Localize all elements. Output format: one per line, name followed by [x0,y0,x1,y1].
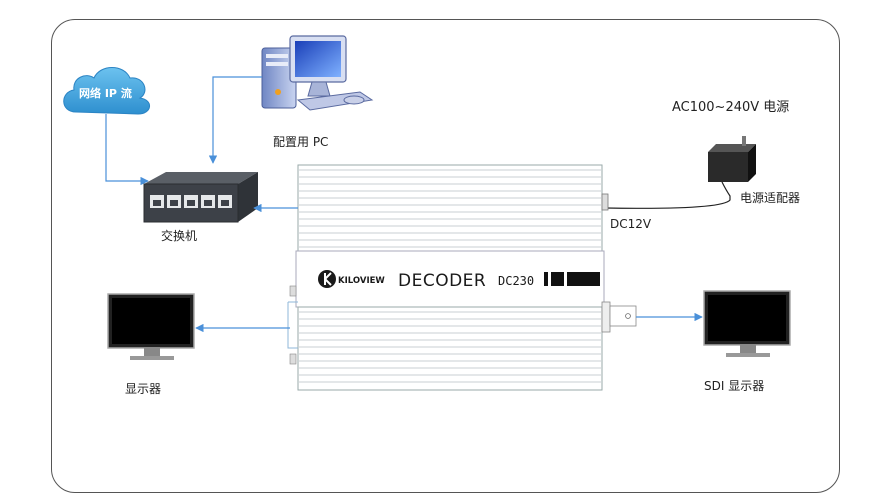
model-bar-1 [544,272,548,286]
pc-icon [261,35,374,111]
display-left-label: 显示器 [125,382,162,396]
cloud-label: 网络 IP 流 [79,87,132,100]
cloud-icon [63,67,150,115]
switch-label: 交换机 [161,229,198,243]
connections [105,76,703,333]
dc-input-label: DC12V [610,217,652,231]
decoder-device: KILOVIEW DECODER DC230 [287,164,637,391]
adapter-label: 电源适配器 [740,191,801,205]
sdi-display-label: SDI 显示器 [704,379,765,393]
model-bar-2 [551,272,564,286]
pc-to-switch-line [208,76,262,164]
power-source-label: AC100~240V 电源 [672,100,790,115]
pc-label: 配置用 PC [273,135,329,149]
model-bar-3 [567,272,600,286]
device-model-label: DC230 [498,274,534,288]
kiloview-logo-icon: KILOVIEW [318,270,385,288]
power-adapter-icon [605,136,756,209]
diagram-frame [51,19,840,493]
device-type-label: DECODER [398,271,486,291]
switch-icon [143,172,258,223]
sdi-display-icon [703,290,791,357]
brand-label: KILOVIEW [338,276,385,286]
display-left-icon [107,293,195,360]
cloud-to-switch-line [105,114,149,186]
